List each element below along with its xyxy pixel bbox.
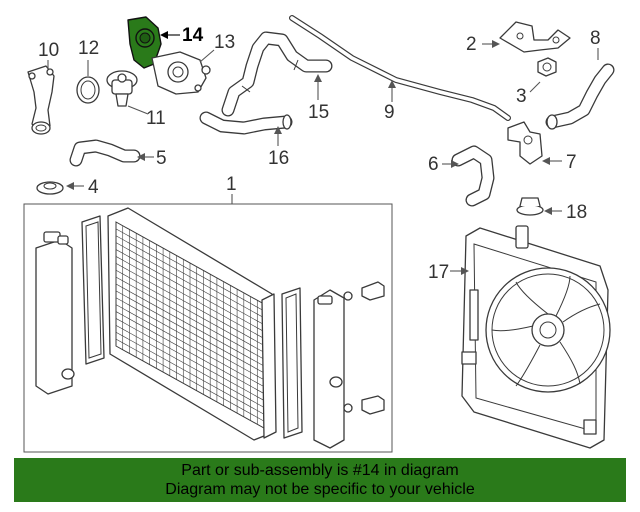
part-2-bracket[interactable] xyxy=(499,21,571,53)
callout-3: 3 xyxy=(516,86,527,107)
part-4-clip[interactable] xyxy=(36,181,64,195)
leader-3 xyxy=(529,81,541,93)
callout-17: 17 xyxy=(428,262,449,283)
part-5-hose[interactable] xyxy=(69,139,141,167)
banner-line-2: Diagram may not be specific to your vehi… xyxy=(165,481,475,498)
callout-10: 10 xyxy=(38,40,59,61)
callout-6: 6 xyxy=(428,154,439,175)
info-banner: Part or sub-assembly is #14 in diagram D… xyxy=(14,458,626,502)
radiator-core-grid xyxy=(115,225,265,425)
callout-5: 5 xyxy=(156,148,167,169)
part-9-pipe[interactable] xyxy=(289,15,511,121)
callout-4: 4 xyxy=(88,177,99,198)
leader-11 xyxy=(127,105,149,115)
arrow-14 xyxy=(160,31,168,39)
part-7-fitting[interactable] xyxy=(507,121,543,165)
part-14-thermostat-housing-gasket[interactable] xyxy=(127,16,162,69)
callout-13: 13 xyxy=(214,32,235,53)
callout-14: 14 xyxy=(182,25,204,46)
callout-8: 8 xyxy=(590,28,601,49)
part-16-hose[interactable] xyxy=(199,111,293,135)
part-3-nut[interactable] xyxy=(537,57,557,77)
radiator-assembly-box xyxy=(23,203,393,453)
part-18-cap[interactable] xyxy=(516,197,544,216)
callout-11: 11 xyxy=(146,108,166,129)
part-13-thermostat-housing[interactable] xyxy=(151,51,211,95)
callout-15: 15 xyxy=(308,102,329,123)
callout-16: 16 xyxy=(268,148,289,169)
callout-7: 7 xyxy=(566,152,577,173)
part-17-fan-shroud[interactable] xyxy=(461,225,611,449)
part-11-thermostat[interactable] xyxy=(106,70,138,107)
part-15-hose[interactable] xyxy=(221,31,333,117)
part-12-gasket[interactable] xyxy=(76,76,100,104)
banner-line-1: Part or sub-assembly is #14 in diagram xyxy=(181,462,459,479)
callout-9: 9 xyxy=(384,102,395,123)
part-10-water-inlet[interactable] xyxy=(27,65,55,135)
callout-18: 18 xyxy=(566,202,587,223)
part-1-radiator[interactable] xyxy=(35,207,385,449)
callout-2: 2 xyxy=(466,34,477,55)
part-8-hose[interactable] xyxy=(545,63,615,130)
leader-13 xyxy=(199,49,215,63)
part-6-hose[interactable] xyxy=(451,145,495,207)
parts-diagram: 10 12 11 14 13 15 xyxy=(23,15,615,453)
callout-12: 12 xyxy=(78,38,99,59)
callout-1: 1 xyxy=(226,174,237,195)
